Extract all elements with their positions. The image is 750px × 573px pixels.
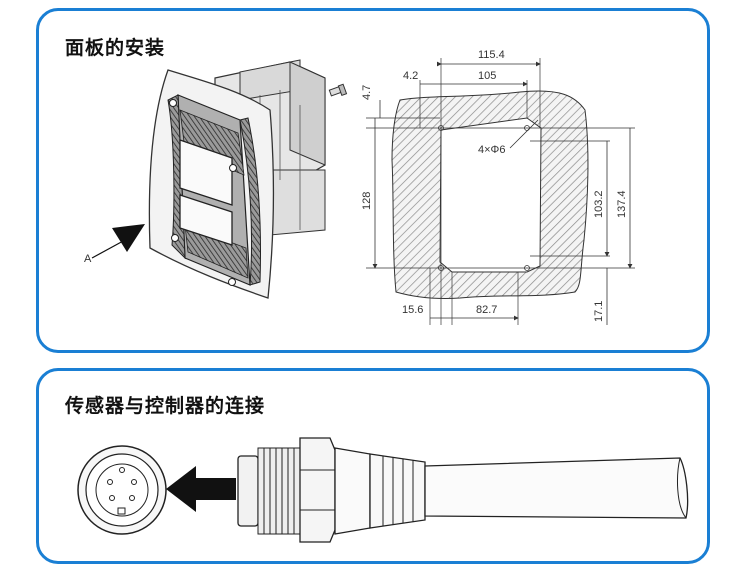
socket-icon [77, 445, 167, 535]
dim-128: 128 [361, 192, 373, 210]
dim-103-2: 103.2 [593, 190, 605, 218]
dim-115-4: 115.4 [478, 49, 505, 61]
section-title-panel-installation: 面板的安装 [65, 37, 166, 59]
dim-15-6: 15.6 [402, 304, 423, 316]
dim-137-4: 137.4 [616, 190, 628, 218]
view-arrow-a: A [84, 224, 145, 265]
dim-105: 105 [478, 70, 496, 82]
view-label: A [84, 253, 92, 265]
plug-icon [237, 437, 689, 543]
screw-icon [328, 83, 348, 97]
meter-3d-illustration: A [84, 59, 348, 299]
panel-installation-section: 面板的安装 [36, 8, 710, 353]
dim-4-2: 4.2 [403, 70, 418, 82]
section-title-sensor-connection: 传感器与控制器的连接 [65, 395, 266, 417]
dim-17-1: 17.1 [593, 301, 605, 322]
insert-arrow-icon [166, 466, 236, 512]
connector-illustration [77, 437, 689, 543]
cutout-dimension-drawing: 115.4 105 4.2 4.7 4×Φ6 128 103.2 137.4 1… [361, 49, 635, 325]
dim-holes: 4×Φ6 [478, 144, 505, 156]
dim-82-7: 82.7 [476, 304, 497, 316]
dim-4-7: 4.7 [361, 85, 373, 100]
